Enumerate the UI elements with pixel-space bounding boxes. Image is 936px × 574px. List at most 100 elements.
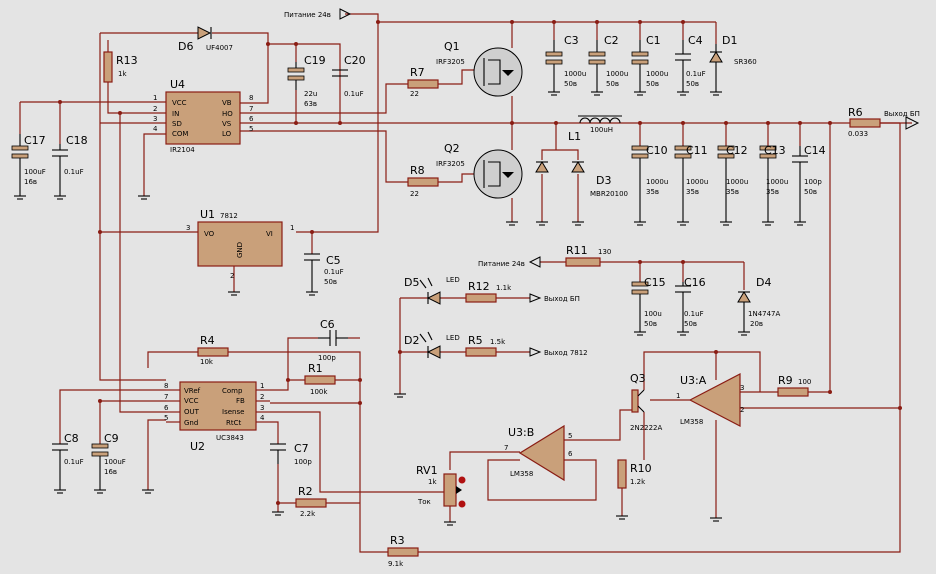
c17-ref: C17 bbox=[24, 134, 46, 147]
c8-value: 0.1uF bbox=[64, 458, 84, 466]
c2-ref: C2 bbox=[604, 34, 619, 47]
r8-value: 22 bbox=[410, 190, 419, 198]
d5-ref: D5 bbox=[404, 276, 419, 289]
d5-value: LED bbox=[446, 276, 460, 284]
u2-pinnum-3: 3 bbox=[260, 404, 264, 412]
c13-voltage: 35в bbox=[766, 188, 779, 196]
r13-ref: R13 bbox=[116, 54, 138, 67]
r1-value: 100k bbox=[310, 388, 328, 396]
c19-ref: C19 bbox=[304, 54, 326, 67]
c19-value: 22u bbox=[304, 90, 317, 98]
c10-voltage: 35в bbox=[646, 188, 659, 196]
u4-ref: U4 bbox=[170, 78, 185, 91]
c9-voltage: 16в bbox=[104, 468, 117, 476]
net-vyhod-bp-out: Выход БП bbox=[884, 110, 920, 118]
r1-ref: R1 bbox=[308, 362, 323, 375]
q3-transistor: Q3 2N2222A bbox=[630, 372, 663, 432]
c8-capacitor: C80.1uF bbox=[52, 432, 84, 490]
c3-ref: C3 bbox=[564, 34, 579, 47]
u4-pin-in: IN bbox=[172, 110, 179, 118]
c15-capacitor: C15 100u 50в bbox=[631, 276, 666, 332]
r7-value: 22 bbox=[410, 90, 419, 98]
u4-pin-ho: HO bbox=[222, 110, 233, 118]
junctions bbox=[58, 20, 902, 505]
c17-voltage: 16в bbox=[24, 178, 37, 186]
u2-pin-out: OUT bbox=[184, 408, 200, 416]
d5-led: D5 LED bbox=[404, 276, 460, 305]
c9-value: 100uF bbox=[104, 458, 126, 466]
r2-ref: R2 bbox=[298, 485, 313, 498]
u3a-pinnum-3: 3 bbox=[740, 384, 744, 392]
u4-pin-lo: LO bbox=[222, 130, 232, 138]
c15-value: 100u bbox=[644, 310, 662, 318]
r4-value: 10k bbox=[200, 358, 214, 366]
r10-ref: R10 bbox=[630, 462, 652, 475]
u4-ir2104: U4 IR2104 VCC IN SD COM VB HO VS LO 1 2 … bbox=[153, 78, 254, 154]
u1-pin-vi: VI bbox=[266, 230, 273, 238]
r11-ref: R11 bbox=[566, 244, 588, 257]
u2-pinnum-4: 4 bbox=[260, 414, 265, 422]
q1-ref: Q1 bbox=[444, 40, 460, 53]
net-vyhod-bp-led: Выход БП bbox=[544, 295, 580, 303]
c4-value: 0.1uF bbox=[686, 70, 706, 78]
r6-value: 0.033 bbox=[848, 130, 868, 138]
u2-pin-gnd: Gnd bbox=[184, 419, 198, 427]
rv1-label: Ток bbox=[417, 498, 431, 506]
d3-ref: D3 bbox=[596, 174, 611, 187]
u3a-pinnum-2: 2 bbox=[740, 406, 744, 414]
r13-value: 1k bbox=[118, 70, 127, 78]
r7-ref: R7 bbox=[410, 66, 425, 79]
u3b-pinnum-7: 7 bbox=[504, 444, 508, 452]
d3-value: MBR20100 bbox=[590, 190, 628, 198]
c6-ref: C6 bbox=[320, 318, 335, 331]
u2-pinnum-2: 2 bbox=[260, 393, 264, 401]
c4-ref: C4 bbox=[688, 34, 703, 47]
q2-mosfet: Q2 IRF3205 bbox=[436, 142, 523, 199]
u4-pinnum-2: 2 bbox=[153, 105, 157, 113]
c11-value: 1000u bbox=[686, 178, 708, 186]
c14-value: 100p bbox=[804, 178, 822, 186]
c4-voltage: 50в bbox=[686, 80, 699, 88]
l1-ref: L1 bbox=[568, 130, 581, 143]
q2-ref: Q2 bbox=[444, 142, 460, 155]
r5-value: 1.5k bbox=[490, 338, 506, 346]
c7-value: 100p bbox=[294, 458, 312, 466]
u3a-value: LM358 bbox=[680, 418, 703, 426]
u2-pin-fb: FB bbox=[236, 397, 245, 405]
r9-ref: R9 bbox=[778, 374, 793, 387]
c2-value: 1000u bbox=[606, 70, 628, 78]
q3-value: 2N2222A bbox=[630, 424, 663, 432]
u4-pin-vs: VS bbox=[222, 120, 232, 128]
r6-ref: R6 bbox=[848, 106, 863, 119]
u3b-pinnum-5: 5 bbox=[568, 432, 572, 440]
u4-pin-vb: VB bbox=[222, 99, 232, 107]
c15-ref: C15 bbox=[644, 276, 666, 289]
u1-ref: U1 bbox=[200, 208, 215, 221]
q1-value: IRF3205 bbox=[436, 58, 465, 66]
c15-voltage: 50в bbox=[644, 320, 657, 328]
u2-ref: U2 bbox=[190, 440, 205, 453]
u1-value: 7812 bbox=[220, 212, 238, 220]
c5-value: 0.1uF bbox=[324, 268, 344, 276]
c11-voltage: 35в bbox=[686, 188, 699, 196]
q1-mosfet: Q1 IRF3205 bbox=[436, 40, 523, 97]
u1-pinnum-1: 1 bbox=[290, 224, 294, 232]
u4-pinnum-7: 7 bbox=[249, 105, 253, 113]
u4-pinnum-3: 3 bbox=[153, 115, 157, 123]
grounds bbox=[14, 91, 806, 526]
net-vyhod-7812: Выход 7812 bbox=[544, 349, 588, 357]
u3a-pinnum-1: 1 bbox=[676, 392, 680, 400]
c18-value: 0.1uF bbox=[64, 168, 84, 176]
